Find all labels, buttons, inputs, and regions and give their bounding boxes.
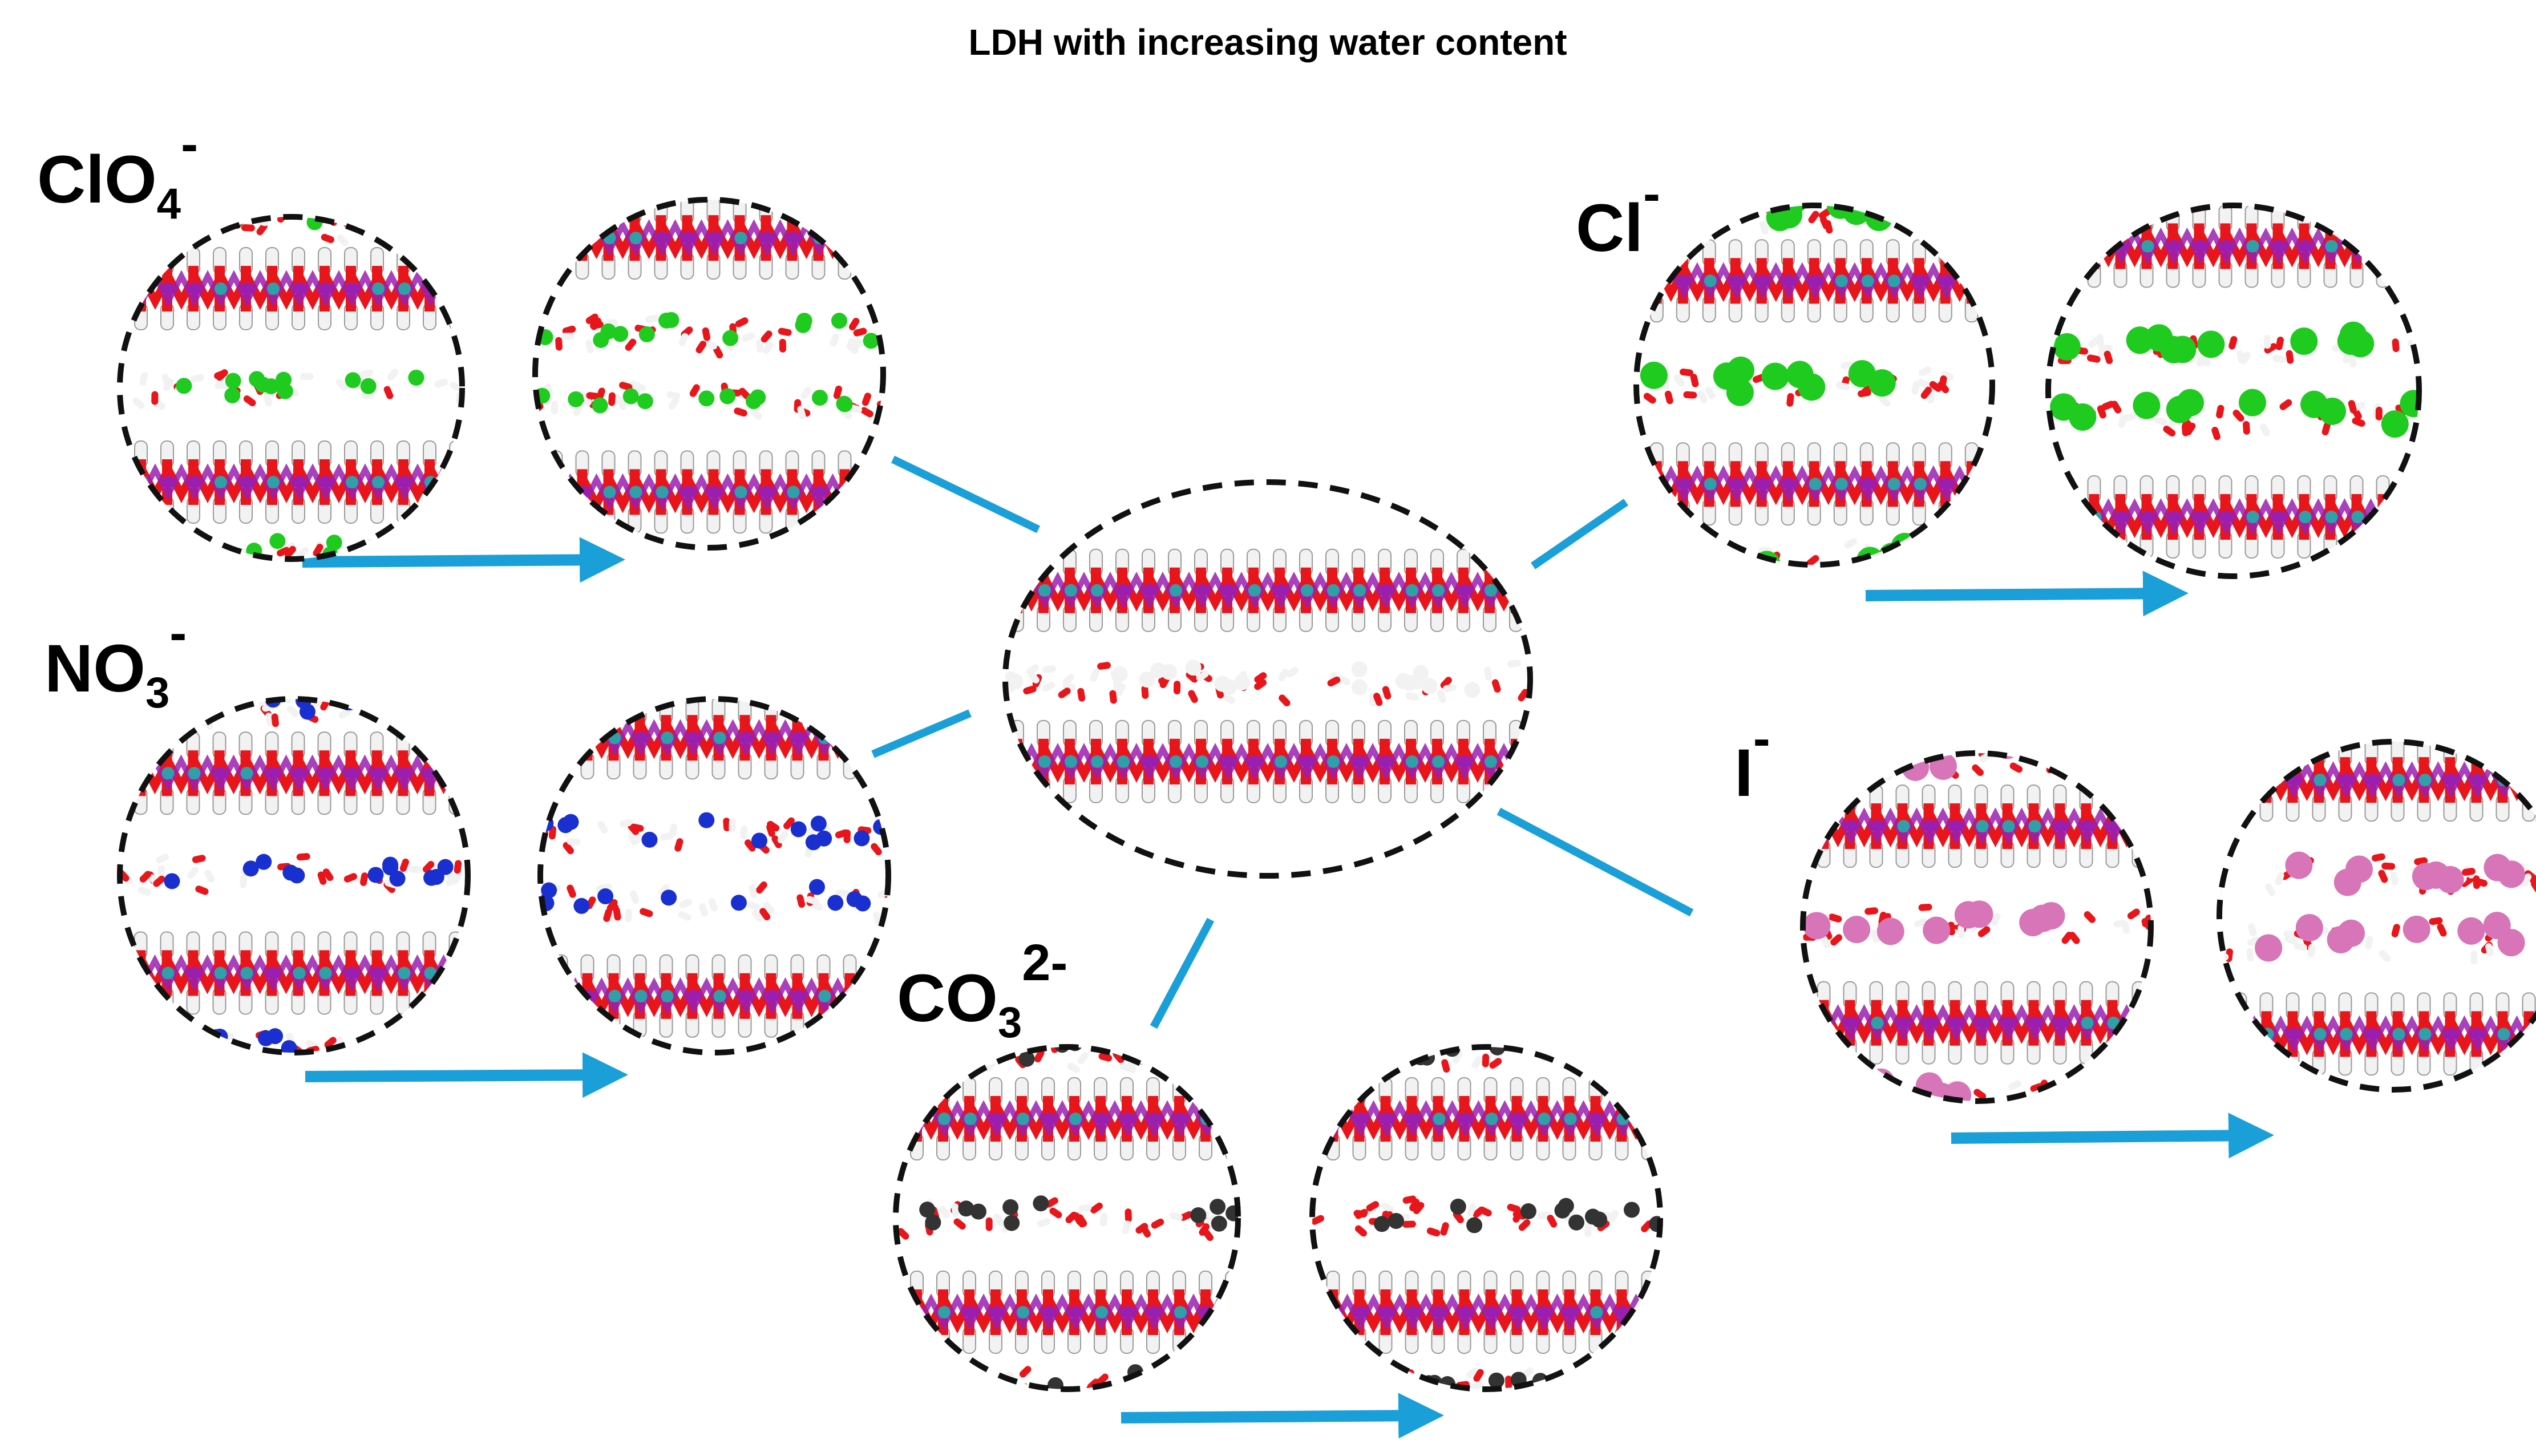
- svg-text:Cl-: Cl-: [1576, 165, 1660, 266]
- increasing-water-arrow-icon: [305, 1052, 628, 1098]
- snapshot-i-high: [2217, 739, 2536, 1093]
- snapshot-group: [117, 197, 2536, 1392]
- snapshot-clo4-low: [117, 214, 465, 562]
- snapshot-cl-low: [1633, 203, 1995, 568]
- ion-label-i: I-: [1734, 710, 1770, 811]
- water-arrows: [302, 537, 2274, 1439]
- ion-label-no3: NO3-: [45, 605, 187, 717]
- snapshot-i-low: [1800, 750, 2154, 1104]
- ion-label-cl: Cl-: [1576, 165, 1660, 266]
- snapshot-no3-high: [537, 696, 891, 1055]
- ion-label-co3: CO32-: [897, 935, 1067, 1047]
- increasing-water-arrow-icon: [302, 537, 625, 583]
- increasing-water-arrow-icon: [1865, 571, 2189, 617]
- svg-text:ClO4-: ClO4-: [37, 116, 198, 228]
- snapshot-clo4-high: [532, 197, 886, 551]
- svg-text:NO3-: NO3-: [45, 605, 187, 717]
- page-title: LDH with increasing water content: [968, 22, 1567, 63]
- svg-text:I-: I-: [1734, 710, 1770, 811]
- svg-text:CO32-: CO32-: [897, 935, 1067, 1047]
- ion-label-clo4: ClO4-: [37, 116, 198, 228]
- snapshot-co3-low: [893, 1044, 1241, 1392]
- ldh-bilayer-icon: [1002, 479, 1533, 879]
- snapshot-cl-high: [2045, 203, 2422, 579]
- increasing-water-arrow-icon: [1951, 1113, 2274, 1159]
- connector-lines: [871, 455, 1694, 1029]
- increasing-water-arrow-icon: [1121, 1393, 1444, 1439]
- snapshot-no3-low: [117, 696, 471, 1055]
- snapshot-co3-high: [1309, 1044, 1663, 1392]
